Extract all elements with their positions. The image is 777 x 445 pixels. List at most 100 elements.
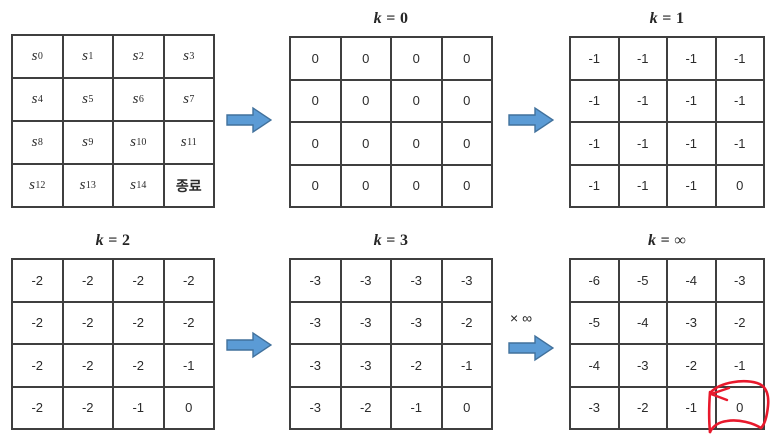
grid-k0: 0 0 0 0 0 0 0 0 0 0 0 0 0 0 0 0 [289, 36, 493, 208]
grid-cell: 0 [291, 38, 342, 81]
grid-cell: 0 [291, 123, 342, 166]
panel-title-k-symbol: k [647, 232, 657, 249]
panel-title-k-infinity: k = ∞ [569, 232, 765, 250]
arrow-k0-to-k1 [508, 105, 554, 135]
grid-cell: -1 [668, 387, 717, 430]
grid-cell: -3 [668, 302, 717, 345]
panel-title-k-symbol: k [649, 10, 658, 27]
grid-cell: 0 [341, 165, 392, 208]
grid-k2: -2 -2 -2 -2 -2 -2 -2 -2 -2 -2 -2 -1 -2 -… [11, 258, 215, 430]
grid-cell: -2 [619, 387, 668, 430]
grid-cell: -2 [13, 260, 64, 303]
grid-cell: -2 [63, 302, 114, 345]
grid-cell: -3 [571, 387, 620, 430]
grid-cell: -3 [341, 302, 392, 345]
grid-cell: -6 [571, 260, 620, 303]
grid-cell: -2 [63, 345, 114, 388]
panel-title-value: ∞ [674, 232, 687, 249]
grid-cell: -4 [619, 302, 668, 345]
grid-cell: -3 [392, 302, 443, 345]
grid-cell: -2 [13, 387, 64, 430]
grid-cell: -1 [619, 80, 668, 123]
grid-cell: 0 [392, 80, 443, 123]
panel-title-k-symbol: k [373, 10, 382, 27]
grid-cell: -2 [392, 345, 443, 388]
arrow-times-infinity-label: × ∞ [510, 310, 533, 326]
grid-cell: -1 [571, 38, 620, 81]
grid-cell: -5 [619, 260, 668, 303]
grid-cell: -2 [341, 387, 392, 430]
arrow-k3-to-kinf [508, 333, 554, 363]
panel-title-k-symbol: k [95, 232, 104, 249]
grid-cell: -1 [164, 345, 215, 388]
grid-cell: -2 [114, 260, 165, 303]
panel-k0: k = 0 0 0 0 0 0 0 0 0 0 0 0 0 0 0 0 0 [289, 10, 493, 208]
grid-cell: 0 [341, 80, 392, 123]
grid-cell: -5 [571, 302, 620, 345]
panel-title-equals: = [386, 232, 396, 249]
grid-cell: -2 [13, 345, 64, 388]
grid-cell: 0 [291, 80, 342, 123]
grid-cell: -1 [571, 123, 620, 166]
panel-title-k2: k = 2 [11, 232, 215, 250]
grid-cell: 0 [442, 387, 493, 430]
grid-cell: -3 [442, 260, 493, 303]
grid-cell: 0 [341, 123, 392, 166]
grid-cell: -2 [63, 260, 114, 303]
panel-title-value: 3 [400, 232, 409, 249]
grid-cell: -3 [291, 387, 342, 430]
panel-title-value: 0 [400, 10, 409, 27]
grid-cell: -2 [164, 302, 215, 345]
grid-cell: -1 [716, 38, 765, 81]
grid-cell: -1 [716, 80, 765, 123]
grid-cell: 0 [442, 38, 493, 81]
grid-cell: 0 [392, 165, 443, 208]
grid-cell: -3 [341, 345, 392, 388]
grid-cell: 0 [392, 38, 443, 81]
grid-cell: 0 [164, 387, 215, 430]
grid-cell: -2 [164, 260, 215, 303]
panel-title-k3: k = 3 [289, 232, 493, 250]
grid-cell: -1 [114, 387, 165, 430]
grid-cell: -1 [571, 80, 620, 123]
grid-cell: -2 [716, 302, 765, 345]
grid-cell: 0 [341, 38, 392, 81]
grid-cell: -1 [619, 38, 668, 81]
grid-cell: -3 [619, 345, 668, 388]
panel-title-equals: = [386, 10, 396, 27]
grid-cell: -1 [571, 165, 620, 208]
grid-cell: 0 [716, 165, 765, 208]
grid-cell: -1 [668, 80, 717, 123]
arrow-states-to-k0 [226, 105, 272, 135]
panel-k2: k = 2 -2 -2 -2 -2 -2 -2 -2 -2 -2 -2 -2 -… [11, 232, 215, 430]
arrow-k2-to-k3 [226, 330, 272, 360]
panel-title-value: 1 [676, 10, 685, 27]
grid-cell: -2 [63, 387, 114, 430]
grid-cell: 0 [392, 123, 443, 166]
grid-cell: -3 [291, 302, 342, 345]
grid-cell: -2 [13, 302, 64, 345]
grid-cell: -4 [668, 260, 717, 303]
panel-title-value: 2 [122, 232, 131, 249]
panel-title-equals: = [660, 232, 670, 249]
panel-title-k1: k = 1 [569, 10, 765, 28]
grid-cell: 0 [442, 165, 493, 208]
grid-cell: -2 [668, 345, 717, 388]
grid-cell: -3 [341, 260, 392, 303]
panel-k1: k = 1 -1 -1 -1 -1 -1 -1 -1 -1 -1 -1 -1 -… [569, 10, 765, 208]
panel-k3: k = 3 -3 -3 -3 -3 -3 -3 -3 -2 -3 -3 -2 -… [289, 232, 493, 430]
